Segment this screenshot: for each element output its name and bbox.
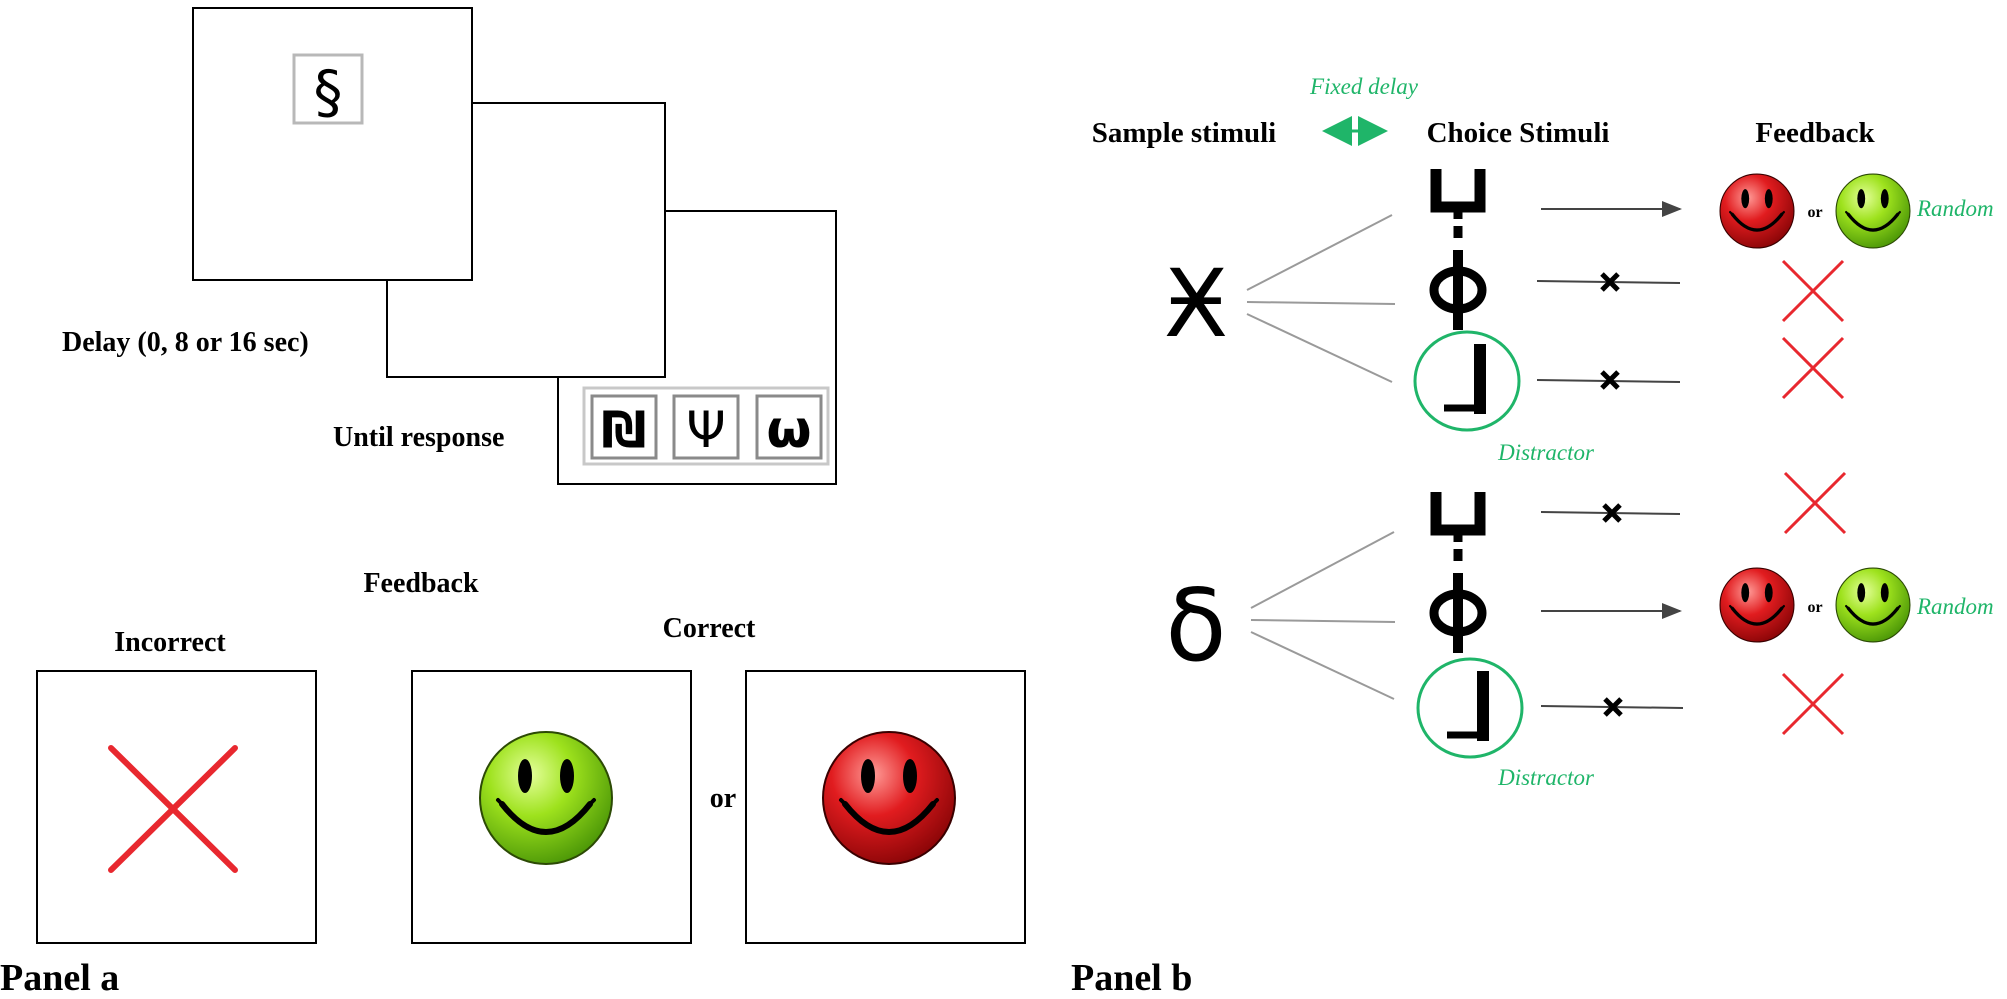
fixed-delay-label: Fixed delay bbox=[1309, 74, 1419, 99]
trial-1-cross-3-icon bbox=[1781, 336, 1845, 400]
trial-2: δ Ⴗ Φ ┫ Distractor bbox=[1165, 471, 1994, 790]
trial-2-sample-symbol: δ bbox=[1165, 567, 1226, 684]
phi-symbol-icon bbox=[1434, 250, 1482, 330]
trial-1-connector-1 bbox=[1246, 214, 1393, 291]
trial-2-choice-1: Ⴗ bbox=[1436, 492, 1480, 566]
trial-1-feedback-1: or Random bbox=[1718, 172, 1994, 250]
feedback-label: Feedback bbox=[1755, 117, 1875, 149]
delay-label: Delay (0, 8 or 16 sec) bbox=[62, 327, 309, 358]
red-smiley-icon bbox=[823, 732, 955, 864]
sample-symbol: § bbox=[314, 58, 343, 126]
trial-2-cross-1-icon bbox=[1783, 471, 1847, 535]
incorrect-label: Incorrect bbox=[114, 627, 226, 658]
choice-symbol-2: Ψ bbox=[686, 401, 725, 459]
trial-2-connector-2 bbox=[1250, 619, 1396, 623]
feedback-title: Feedback bbox=[363, 568, 479, 599]
trial-2-connector-1 bbox=[1250, 531, 1395, 609]
tee-symbol-icon bbox=[1444, 344, 1480, 414]
choice-symbol-3-box bbox=[755, 394, 823, 460]
trial-1-sample-symbol: Ӿ bbox=[1164, 250, 1228, 359]
trial-1-choice-2: Φ bbox=[1434, 250, 1482, 330]
fork-symbol-icon bbox=[1436, 492, 1480, 566]
trial-1-distractor-label: Distractor bbox=[1497, 440, 1595, 465]
incorrect-cross-icon bbox=[108, 745, 238, 873]
trial-2-choice-2: Φ bbox=[1434, 573, 1482, 653]
or-label: or bbox=[710, 783, 736, 814]
panel-b-label: Panel b bbox=[1071, 957, 1192, 999]
trial-2-cross-3-icon bbox=[1781, 672, 1845, 736]
distractor-circle bbox=[1416, 657, 1524, 759]
distractor-circle bbox=[1413, 330, 1521, 432]
choice-stimuli-label: Choice Stimuli bbox=[1427, 117, 1610, 149]
green-smiley-icon bbox=[480, 732, 612, 864]
panel-a-label: Panel a bbox=[0, 957, 119, 999]
trial-1-cross-2-icon bbox=[1781, 259, 1845, 323]
phi-symbol-icon bbox=[1434, 573, 1482, 653]
tee-symbol-icon bbox=[1447, 671, 1483, 741]
trial-2-feedback-2: or Random bbox=[1718, 566, 1994, 644]
choice-symbol-1: ₪ bbox=[601, 401, 646, 459]
trial-1: Ӿ Ⴗ Φ ┫ Distractor bbox=[1164, 169, 1994, 465]
trial-1-red-smiley-icon bbox=[1718, 172, 1796, 250]
trial-2-random-label: Random bbox=[1916, 594, 1994, 619]
fork-symbol-icon bbox=[1436, 169, 1480, 243]
trial-1-random-label: Random bbox=[1916, 196, 1994, 221]
trial-2-red-smiley-icon bbox=[1718, 566, 1796, 644]
choice-symbol-2-box bbox=[672, 394, 740, 460]
trial-2-distractor-label: Distractor bbox=[1497, 765, 1595, 790]
choice-symbol-3: ω bbox=[766, 400, 811, 460]
trial-1-connector-2 bbox=[1246, 301, 1396, 305]
trial-2-connector-3 bbox=[1250, 631, 1395, 700]
panel-a: § Delay (0, 8 or 16 sec) Until response … bbox=[0, 7, 1026, 999]
trial-2-or-label: or bbox=[1807, 599, 1822, 616]
choice-symbol-1-box bbox=[590, 394, 658, 460]
trial-1-choice-1: Ⴗ bbox=[1436, 169, 1480, 243]
correct-label: Correct bbox=[663, 613, 756, 644]
trial-1-choice-3: ┫ bbox=[1413, 330, 1521, 432]
trial-2-green-smiley-icon bbox=[1834, 566, 1912, 644]
trial-1-green-smiley-icon bbox=[1834, 172, 1912, 250]
sample-symbol-frame bbox=[292, 53, 364, 125]
trial-1-or-label: or bbox=[1807, 204, 1822, 221]
response-label: Until response bbox=[333, 422, 504, 453]
sample-stimuli-label: Sample stimuli bbox=[1092, 117, 1277, 149]
trial-1-connector-3 bbox=[1246, 313, 1393, 383]
sample-screen bbox=[192, 7, 473, 281]
panel-b: Fixed delay Sample stimuli Choice Stimul… bbox=[1071, 74, 1994, 999]
trial-2-choice-3: ┫ bbox=[1416, 657, 1524, 759]
